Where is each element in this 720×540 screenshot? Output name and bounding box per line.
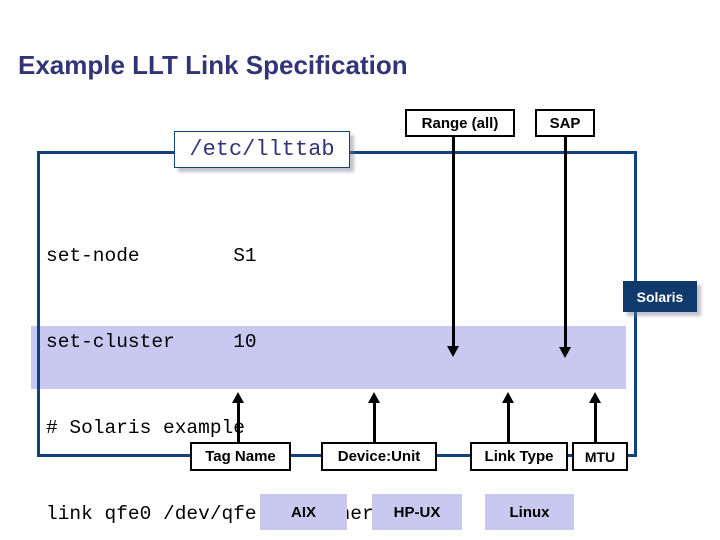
label-sap-text: SAP [549, 114, 581, 132]
os-chip-linux-text: Linux [509, 503, 550, 521]
label-tag-name: Tag Name [190, 442, 291, 471]
arrow-tagname-shaft [237, 403, 240, 443]
arrow-sap-head-icon [559, 347, 571, 358]
arrow-linktype-shaft [507, 403, 510, 443]
arrow-range-head-icon [447, 346, 459, 357]
label-mtu-text: MTU [584, 448, 616, 465]
llttab-file-path: /etc/llttab [189, 137, 335, 162]
label-device-unit-text: Device:Unit [337, 448, 421, 465]
arrow-tagname-head-icon [232, 392, 244, 403]
status-badge-solaris-text: Solaris [636, 288, 684, 305]
arrow-linktype-head-icon [502, 392, 514, 403]
label-range-all-text: Range (all) [421, 114, 499, 132]
arrow-mtu-head-icon [589, 392, 601, 403]
label-range-all: Range (all) [405, 109, 515, 137]
os-chip-hpux-text: HP-UX [393, 503, 441, 521]
llttab-code-block: set-node S1 set-cluster 10 # Solaris exa… [46, 185, 502, 540]
label-link-type: Link Type [470, 442, 568, 471]
label-mtu: MTU [572, 442, 628, 471]
arrow-range-shaft [452, 137, 455, 347]
code-line: # Solaris example [46, 416, 245, 439]
arrow-deviceunit-shaft [373, 403, 376, 443]
arrow-deviceunit-head-icon [368, 392, 380, 403]
code-highlight-band [31, 326, 626, 389]
os-chip-hpux: HP-UX [372, 494, 462, 530]
code-line: set-cluster 10 [46, 330, 257, 353]
arrow-mtu-shaft [594, 403, 597, 443]
llttab-file-callout: /etc/llttab [174, 131, 350, 168]
os-chip-aix-text: AIX [290, 503, 316, 521]
label-link-type-text: Link Type [484, 448, 554, 465]
os-chip-aix: AIX [260, 494, 347, 530]
arrow-sap-shaft [564, 137, 567, 348]
status-badge-solaris: Solaris [623, 281, 697, 312]
code-line: set-node S1 [46, 245, 257, 268]
label-sap: SAP [535, 109, 595, 137]
label-tag-name-text: Tag Name [205, 448, 276, 465]
os-chip-linux: Linux [485, 494, 574, 530]
page-title: Example LLT Link Specification [18, 50, 408, 80]
label-device-unit: Device:Unit [321, 442, 437, 471]
